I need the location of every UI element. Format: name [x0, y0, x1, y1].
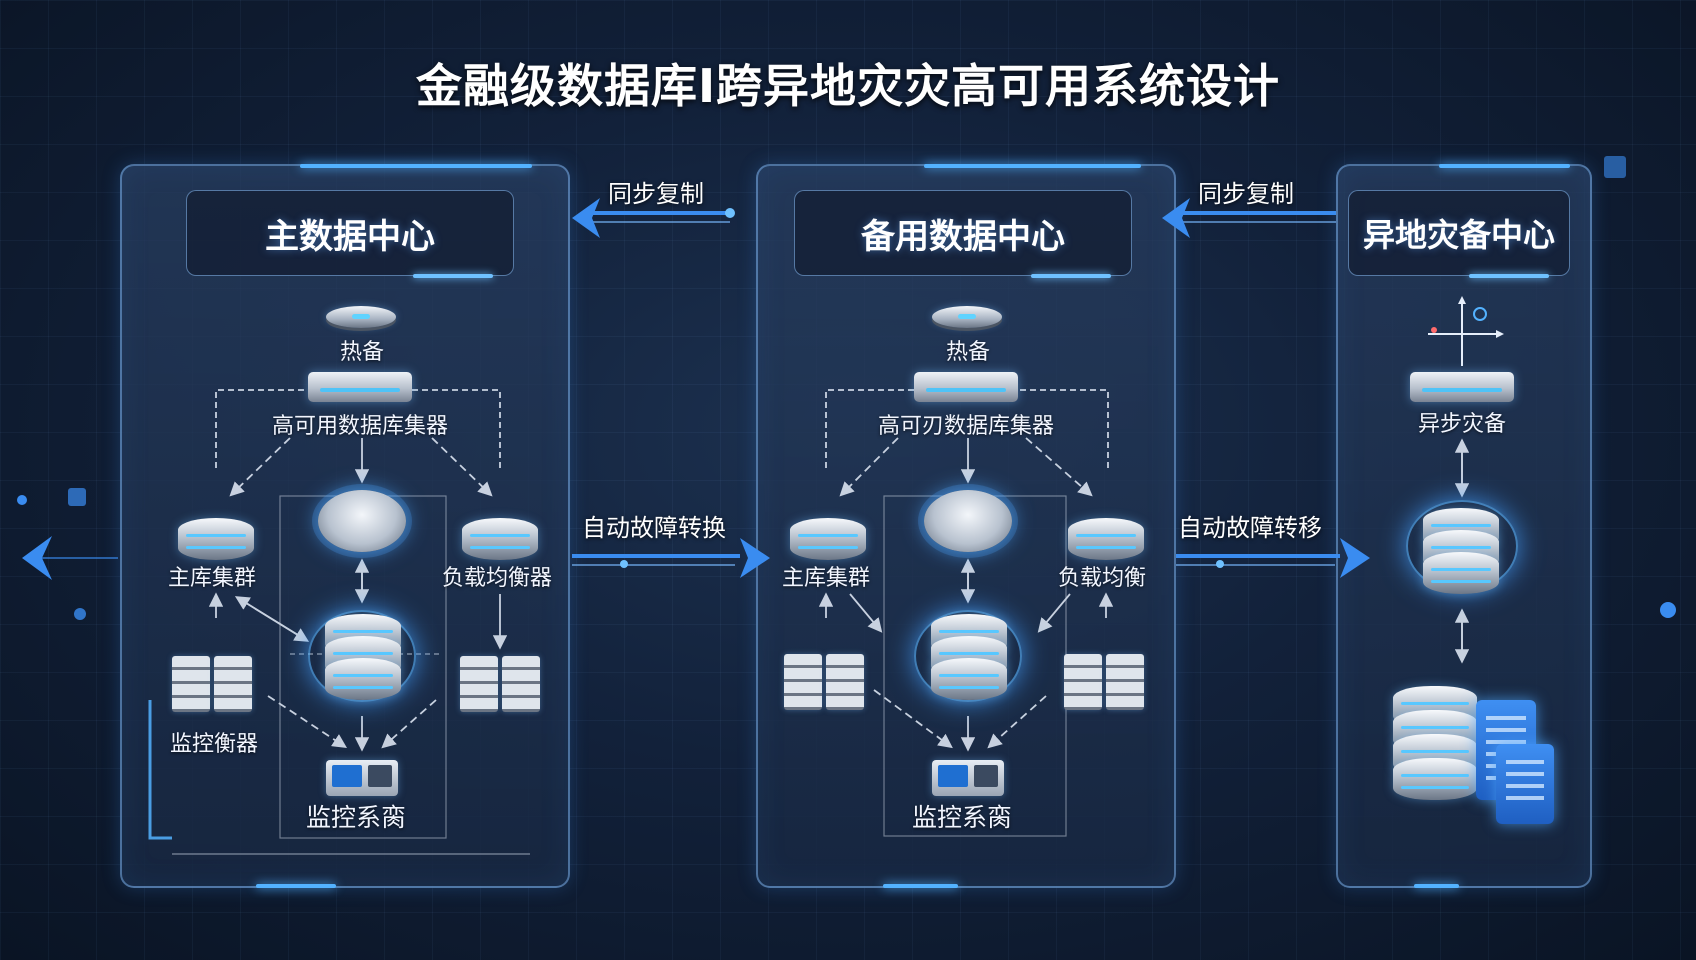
backup-primary-cluster-db-icon	[790, 518, 866, 560]
backup-core-node-puck-icon	[924, 490, 1012, 552]
failover-arrow-left	[572, 538, 770, 578]
main-monitor-system-label: 监控系脔	[306, 803, 407, 832]
backup-datacenter-title: 备用数据中心	[794, 190, 1132, 278]
core-database-stack-icon	[318, 614, 408, 700]
monitor-rack-icon-1	[172, 656, 210, 712]
main-datacenter-title: 主数据中心	[186, 190, 514, 278]
ha-cluster-server-icon	[308, 372, 412, 402]
failover-label-right: 自动故障转移	[1178, 514, 1322, 542]
monitor-system-icon	[326, 760, 398, 796]
backup-load-balancer-label: 负载均衡	[1058, 566, 1147, 591]
backup-hot-standby-disk-icon	[932, 306, 1002, 328]
left-edge-chevron	[22, 536, 52, 580]
document-icon-2	[1496, 744, 1554, 824]
backup-rack-icon-4	[1106, 654, 1144, 710]
sync-replication-label-left: 同步复制	[608, 180, 704, 208]
sync-arrow-right	[1162, 198, 1336, 238]
coordinate-axis-icon	[1428, 296, 1504, 366]
backup-load-balancer-db-icon	[1068, 518, 1144, 560]
load-balancer-db-icon	[462, 518, 538, 560]
main-dc-links	[148, 389, 530, 855]
main-primary-cluster-label: 主库集群	[168, 566, 257, 591]
main-ha-cluster-label: 高可用数据库集器	[272, 414, 449, 439]
backup-monitor-system-label: 监控系脔	[912, 803, 1013, 832]
backup-ha-cluster-server-icon	[914, 372, 1018, 402]
async-backup-label: 异步灾备	[1418, 412, 1507, 437]
backup-primary-cluster-label: 主库集群	[782, 566, 871, 591]
dr-center-title: 异地灾备中心	[1348, 190, 1570, 278]
sync-arrow-left	[572, 198, 735, 238]
backup-rack-icon-3	[1064, 654, 1102, 710]
failover-label-left: 自动故障转换	[582, 514, 726, 542]
primary-cluster-db-icon	[178, 518, 254, 560]
sync-replication-label-right: 同步复制	[1198, 180, 1294, 208]
dr-database-stack-icon	[1416, 508, 1506, 594]
main-hot-standby-label: 热备	[340, 340, 385, 365]
backup-db-glow-ring	[914, 610, 1022, 702]
monitor-rack-icon-2	[214, 656, 252, 712]
backup-ha-cluster-label: 高可刃数据库集器	[878, 414, 1055, 439]
hot-standby-disk-icon	[326, 306, 396, 328]
db-glow-ring	[308, 610, 416, 702]
backup-monitor-system-icon	[932, 760, 1004, 796]
backup-rack-icon-2	[826, 654, 864, 710]
main-monitor-node-label: 监控衡器	[170, 732, 259, 757]
async-backup-server-icon	[1410, 372, 1514, 402]
server-rack-icon-1	[460, 656, 498, 712]
server-rack-icon-2	[502, 656, 540, 712]
diagram-title: 金融级数据库I跨异地灾灾高可用系统设计	[415, 59, 1281, 113]
main-load-balancer-label: 负载均衡器	[442, 566, 553, 591]
backup-hot-standby-label: 热备	[946, 340, 991, 365]
backup-rack-icon-1	[784, 654, 822, 710]
backup-core-database-stack-icon	[924, 614, 1014, 700]
archive-database-stack-icon	[1386, 686, 1486, 800]
failover-arrow-right	[1176, 538, 1370, 578]
core-node-puck-icon	[318, 490, 406, 552]
